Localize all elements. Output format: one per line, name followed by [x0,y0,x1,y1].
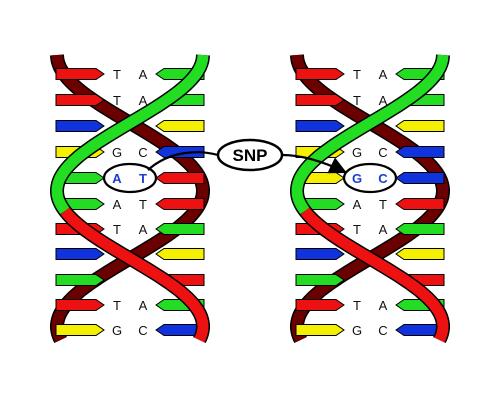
base-right [395,120,445,132]
base-letter-right: A [139,93,148,108]
base-letter-right: C [378,145,387,160]
base-left [295,68,345,80]
base-letter-left: T [113,298,121,313]
base-letter-right: A [379,222,388,237]
base-letter-left: T [353,298,361,313]
base-letter-right: A [379,93,388,108]
base-letter-right: A [379,67,388,82]
base-letter-right: C [378,171,388,186]
base-left [295,248,345,260]
base-pair [55,248,205,260]
base-letter-left: A [112,171,122,186]
backbone-front-strand-green [291,54,449,215]
base-left [55,324,105,336]
base-right [395,146,445,158]
base-left [295,94,345,106]
base-right [155,120,205,132]
base-left [295,324,345,336]
snp-highlight-ellipse [102,162,158,194]
base-left [55,120,105,132]
base-letter-left: G [112,323,122,338]
base-left [55,68,105,80]
base-letter-right: A [139,67,148,82]
base-pair [295,120,445,132]
base-letter-left: T [113,222,121,237]
base-letter-left: T [353,222,361,237]
base-left [295,274,345,286]
base-letter-left: G [352,171,362,186]
base-letter-left: T [353,67,361,82]
snp-arrow-left [147,151,219,171]
base-right [155,146,205,158]
base-right [155,198,205,210]
backbone-front-strand-red [300,207,449,343]
base-right [395,198,445,210]
backbone-front-strand-green [51,54,209,215]
base-right [155,248,205,260]
base-letter-left: T [113,67,121,82]
base-pair [55,120,205,132]
base-letter-right: A [139,222,148,237]
snp-highlight-ellipse [342,162,398,194]
base-letter-left: A [353,197,362,212]
base-right [395,172,445,184]
base-left [55,274,105,286]
snp-annotation: SNP [102,138,398,194]
base-letter-left: G [352,145,362,160]
base-right [395,223,445,235]
snp-label-ellipse [216,138,284,172]
base-letter-right: C [378,323,387,338]
base-letter-right: C [138,323,147,338]
base-letter-left: G [112,145,122,160]
base-right [395,248,445,260]
base-right [155,223,205,235]
base-letter-right: A [379,298,388,313]
base-letter-left: A [113,197,122,212]
base-left [55,94,105,106]
base-letter-right: T [379,197,387,212]
base-letter-right: T [139,171,147,186]
base-left [55,299,105,311]
base-left [295,299,345,311]
base-letter-right: C [138,145,147,160]
snp-arrow-right [281,153,347,174]
base-left [55,248,105,260]
base-pair [295,248,445,260]
base-left [295,120,345,132]
base-letter-left: T [113,93,121,108]
snp-label: SNP [233,146,268,165]
base-letter-left: T [353,93,361,108]
backbone-front-strand-red [60,207,209,343]
base-right [155,172,205,184]
base-letter-right: T [139,197,147,212]
base-letter-right: A [139,298,148,313]
base-letter-left: G [352,323,362,338]
